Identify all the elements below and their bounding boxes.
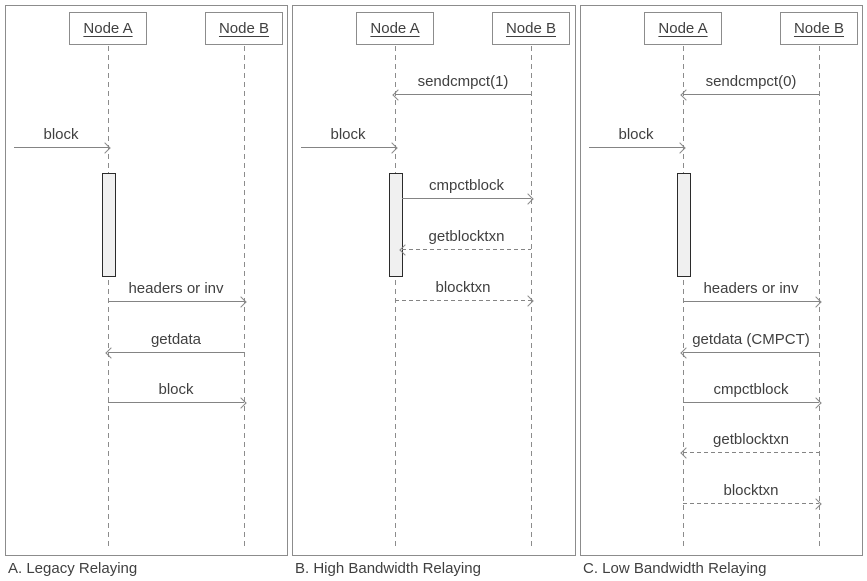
- arrow-line: [14, 147, 108, 148]
- node-b-label: Node B: [218, 20, 270, 37]
- panel-caption-high-bandwidth: B. High Bandwidth Relaying: [295, 560, 481, 577]
- message-label: blocktxn: [723, 482, 779, 499]
- message-label: block: [330, 126, 366, 143]
- node-a-box: Node A: [69, 12, 147, 45]
- message-label: headers or inv: [128, 280, 224, 297]
- node-a-box: Node A: [644, 12, 722, 45]
- node-b-label: Node B: [793, 20, 845, 37]
- message-getdata: getdata: [105, 323, 244, 359]
- panel-caption-legacy: A. Legacy Relaying: [8, 560, 138, 577]
- activation-bar: [677, 173, 691, 277]
- message-sendcmpct-1: sendcmpct(1): [392, 65, 531, 101]
- arrow-line: [683, 402, 819, 403]
- message-label: blocktxn: [435, 279, 491, 296]
- lifeline-node-a: [108, 46, 109, 547]
- message-block-incoming: block: [589, 118, 686, 154]
- message-label: sendcmpct(0): [705, 73, 797, 90]
- message-block-incoming: block: [301, 118, 398, 154]
- node-a-label: Node A: [83, 20, 133, 37]
- arrow-line: [683, 94, 819, 95]
- panel-high-bandwidth-frame: Node A Node B sendcmpct(1) block cmpctbl…: [292, 5, 576, 556]
- panel-high-bandwidth-relaying: Node A Node B sendcmpct(1) block cmpctbl…: [292, 5, 576, 577]
- arrow-line: [395, 94, 531, 95]
- message-label: sendcmpct(1): [417, 73, 509, 90]
- message-label: getblocktxn: [428, 228, 505, 245]
- arrow-line: [301, 147, 395, 148]
- message-headers-or-inv: headers or inv: [108, 272, 247, 308]
- panel-low-bandwidth-relaying: Node A Node B sendcmpct(0) block headers…: [580, 5, 863, 577]
- arrow-line: [589, 147, 683, 148]
- message-sendcmpct-0: sendcmpct(0): [680, 65, 819, 101]
- message-blocktxn: blocktxn: [683, 474, 822, 510]
- panel-legacy-relaying: Node A Node B block headers or inv getda…: [5, 5, 288, 577]
- message-label: headers or inv: [703, 280, 799, 297]
- message-getdata-cmpct: getdata (CMPCT): [680, 323, 819, 359]
- panel-legacy-frame: Node A Node B block headers or inv getda…: [5, 5, 288, 556]
- message-label: cmpctblock: [713, 381, 789, 398]
- arrow-line: [108, 402, 244, 403]
- panel-low-bandwidth-frame: Node A Node B sendcmpct(0) block headers…: [580, 5, 863, 556]
- message-block-incoming: block: [14, 118, 111, 154]
- panel-caption-low-bandwidth: C. Low Bandwidth Relaying: [583, 560, 767, 577]
- message-label: block: [43, 126, 79, 143]
- message-headers-or-inv: headers or inv: [683, 272, 822, 308]
- arrow-line: [683, 352, 819, 353]
- message-label: cmpctblock: [428, 177, 505, 194]
- activation-bar: [102, 173, 116, 277]
- arrow-line: [683, 301, 819, 302]
- lifeline-node-b: [244, 46, 245, 547]
- arrow-line: [402, 249, 531, 250]
- node-a-label: Node A: [370, 20, 420, 37]
- node-b-box: Node B: [780, 12, 858, 45]
- message-label: getdata: [150, 331, 202, 348]
- node-a-label: Node A: [658, 20, 708, 37]
- message-cmpctblock: cmpctblock: [402, 169, 534, 205]
- node-a-box: Node A: [356, 12, 434, 45]
- node-b-box: Node B: [205, 12, 283, 45]
- arrow-line: [108, 352, 244, 353]
- lifeline-node-b: [819, 46, 820, 547]
- arrow-line: [395, 300, 531, 301]
- arrow-line: [402, 198, 531, 199]
- lifeline-node-a: [395, 46, 396, 547]
- node-b-box: Node B: [492, 12, 570, 45]
- message-getblocktxn: getblocktxn: [680, 423, 819, 459]
- message-getblocktxn: getblocktxn: [399, 220, 531, 256]
- activation-bar: [389, 173, 403, 277]
- lifeline-node-a: [683, 46, 684, 547]
- arrow-line: [683, 503, 819, 504]
- message-label: block: [158, 381, 194, 398]
- message-label: getblocktxn: [713, 431, 789, 448]
- message-blocktxn: blocktxn: [395, 271, 534, 307]
- arrow-line: [683, 452, 819, 453]
- node-b-label: Node B: [505, 20, 557, 37]
- message-block-relay: block: [108, 373, 247, 409]
- lifeline-node-b: [531, 46, 532, 547]
- message-cmpctblock: cmpctblock: [683, 373, 822, 409]
- message-label: getdata (CMPCT): [692, 331, 810, 348]
- message-label: block: [618, 126, 654, 143]
- arrow-line: [108, 301, 244, 302]
